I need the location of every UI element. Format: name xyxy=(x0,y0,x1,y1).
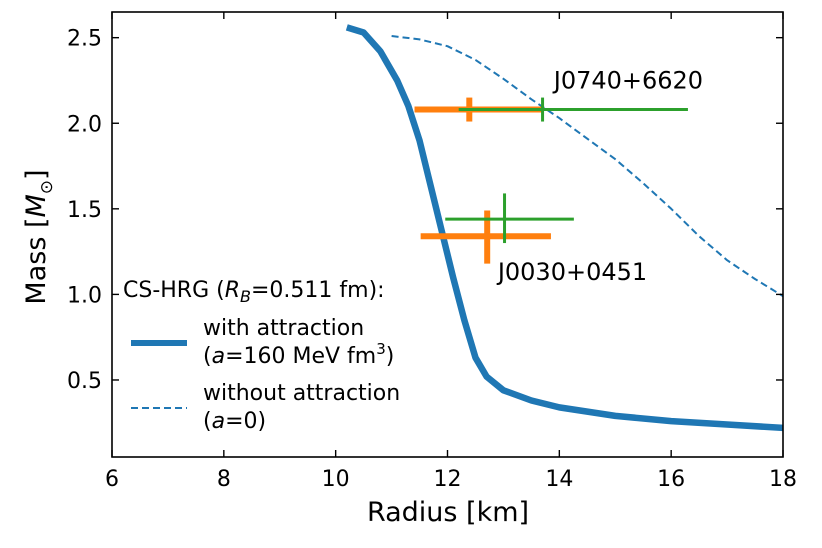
x-tick-label: 10 xyxy=(322,467,350,492)
legend-entry-without-line2: (a=0) xyxy=(203,409,266,434)
legend-without-close: ) xyxy=(258,409,267,434)
x-tick-label: 8 xyxy=(217,467,231,492)
plot-area xyxy=(345,24,783,432)
axes: 6 8 10 12 14 16 18 0.5 1.0 1.5 2.0 2.5 xyxy=(67,11,797,492)
x-tick-label: 14 xyxy=(545,467,573,492)
legend: CS-HRG (RB=0.511 fm): with attraction (a… xyxy=(123,278,400,434)
x-tick-label: 18 xyxy=(769,467,797,492)
plot-content xyxy=(345,24,783,432)
x-axis-ticks: 6 8 10 12 14 16 18 xyxy=(105,12,797,492)
legend-with-sup: 3 xyxy=(376,340,386,358)
y-tick-label: 1.5 xyxy=(67,198,102,223)
legend-without-var: a xyxy=(212,409,225,434)
series-line-with xyxy=(345,24,783,432)
y-axis-label-sub: ⊙ xyxy=(37,180,57,194)
x-tick-label: 6 xyxy=(105,467,119,492)
legend-with-open: ( xyxy=(203,344,212,369)
legend-title-sub: B xyxy=(240,287,251,306)
annotation-j0030: J0030+0451 xyxy=(496,258,647,286)
legend-title-var: R xyxy=(225,278,240,303)
annotation-j0740: J0740+6620 xyxy=(552,66,703,94)
legend-title: CS-HRG (RB=0.511 fm): xyxy=(123,278,385,306)
x-tick-label: 12 xyxy=(434,467,462,492)
legend-entry-with-line1: with attraction xyxy=(203,316,364,341)
y-axis-label-close: ] xyxy=(21,169,52,180)
y-axis-label: Mass [M⊙] xyxy=(21,169,57,304)
y-axis-label-text: Mass [ xyxy=(21,218,52,305)
y-tick-label: 2.5 xyxy=(67,27,102,52)
annotations: J0740+6620 J0030+0451 xyxy=(496,66,703,286)
legend-entry-with-line2: (a=160 MeV fm3) xyxy=(203,340,394,369)
y-axis-ticks: 0.5 1.0 1.5 2.0 2.5 xyxy=(67,27,783,394)
legend-with-rest: =160 MeV fm xyxy=(225,344,376,369)
y-tick-label: 1.0 xyxy=(67,283,102,308)
legend-title-prefix: CS-HRG ( xyxy=(123,278,225,303)
legend-without-open: ( xyxy=(203,409,212,434)
legend-with-var: a xyxy=(212,344,225,369)
x-axis-label: Radius [km] xyxy=(367,497,529,528)
error-bar-j0740-6620-1 xyxy=(458,97,688,122)
y-tick-label: 0.5 xyxy=(67,369,102,394)
y-axis-label-unit: M xyxy=(21,194,52,217)
x-tick-label: 16 xyxy=(657,467,685,492)
legend-with-close: ) xyxy=(386,344,395,369)
legend-entry-without-line1: without attraction xyxy=(203,381,400,406)
series-line-without xyxy=(391,35,783,297)
error-bar-j0030-0451-3 xyxy=(445,193,574,244)
legend-title-suffix: =0.511 fm): xyxy=(251,278,385,303)
y-tick-label: 2.0 xyxy=(67,112,102,137)
legend-without-rest: =0 xyxy=(225,409,257,434)
